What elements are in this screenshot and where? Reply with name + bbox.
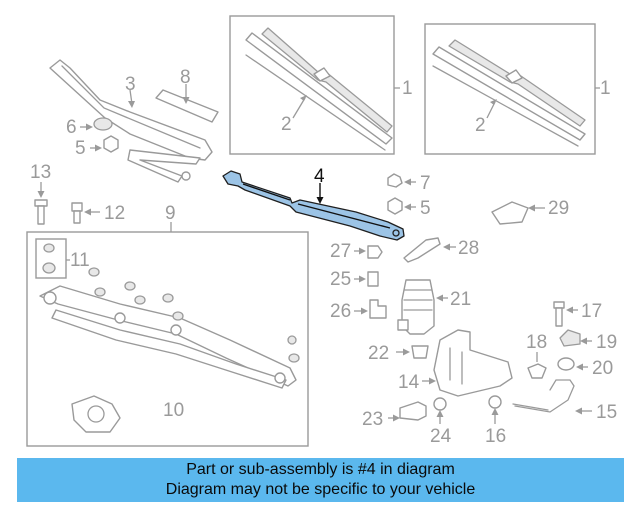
part-27-clip xyxy=(367,245,383,259)
callout-2-left: 2 xyxy=(281,114,292,135)
callout-9: 9 xyxy=(165,203,176,224)
part-17-bolt xyxy=(553,301,565,327)
part-22-grommet xyxy=(411,345,429,359)
part-20-grommet xyxy=(557,357,575,371)
part-19-clip xyxy=(559,329,581,347)
part-6-cap xyxy=(93,117,113,131)
wiper-blade-box-right xyxy=(424,23,596,155)
parts-diagram: 1 2 1 2 3 8 6 5 4 xyxy=(26,15,617,447)
callout-14: 14 xyxy=(398,372,420,393)
callout-1-left: 1 xyxy=(402,78,413,99)
callout-12: 12 xyxy=(104,203,125,224)
callout-1-right: 1 xyxy=(600,78,611,99)
wiper-blade-box-left xyxy=(229,15,395,155)
callout-27: 27 xyxy=(330,241,351,262)
part-12-bolt xyxy=(71,202,83,224)
part-5-nut-right xyxy=(387,197,403,215)
callout-5-right: 5 xyxy=(420,198,431,219)
callout-13: 13 xyxy=(30,162,51,183)
callout-18: 18 xyxy=(526,332,547,353)
callout-21: 21 xyxy=(450,289,471,310)
part-14-reservoir xyxy=(433,329,513,397)
callout-24: 24 xyxy=(430,426,452,447)
callout-15: 15 xyxy=(596,402,617,423)
callout-8: 8 xyxy=(180,67,191,88)
callout-4-highlighted: 4 xyxy=(314,166,325,187)
callout-10: 10 xyxy=(163,400,184,421)
wiper-arm-4-highlighted xyxy=(222,170,405,241)
callout-19: 19 xyxy=(596,332,617,353)
callout-6: 6 xyxy=(66,117,77,138)
part-15-hose xyxy=(514,379,575,413)
caption-line-1: Part or sub-assembly is #4 in diagram xyxy=(186,461,455,478)
part-13-bolt xyxy=(34,199,48,225)
part-5-nut-left xyxy=(103,135,119,153)
callout-22: 22 xyxy=(368,343,389,364)
callout-23: 23 xyxy=(362,409,383,430)
part-8-cover xyxy=(155,89,219,123)
callout-25: 25 xyxy=(330,269,351,290)
callout-5-left: 5 xyxy=(75,138,86,159)
caption-line-2: Diagram may not be specific to your vehi… xyxy=(165,481,476,498)
callout-17: 17 xyxy=(581,301,602,322)
wiper-arm-3 xyxy=(49,59,213,183)
part-18-clip xyxy=(527,363,547,379)
part-29-clip xyxy=(491,201,529,225)
callout-3: 3 xyxy=(125,74,136,95)
part-7-cap xyxy=(387,173,403,188)
callout-11: 11 xyxy=(70,250,90,271)
callout-7: 7 xyxy=(420,173,431,194)
caption-banner: Part or sub-assembly is #4 in diagram Di… xyxy=(17,458,624,502)
part-25-grommet xyxy=(367,271,379,287)
part-26-connector xyxy=(369,299,387,319)
callout-28: 28 xyxy=(458,238,479,259)
part-23-pump xyxy=(399,401,427,421)
part-11-grommets xyxy=(42,243,56,274)
callout-16: 16 xyxy=(485,426,506,447)
part-21-washer-pump xyxy=(397,279,435,335)
callout-29: 29 xyxy=(548,198,569,219)
callout-20: 20 xyxy=(592,358,613,379)
part-16-grommet xyxy=(488,395,502,409)
callout-26: 26 xyxy=(330,301,351,322)
callout-2-right: 2 xyxy=(475,115,486,136)
linkage-box xyxy=(26,231,309,447)
part-24-grommet xyxy=(433,397,447,411)
part-28-clip xyxy=(403,237,441,263)
wiper-linkage xyxy=(39,267,300,433)
